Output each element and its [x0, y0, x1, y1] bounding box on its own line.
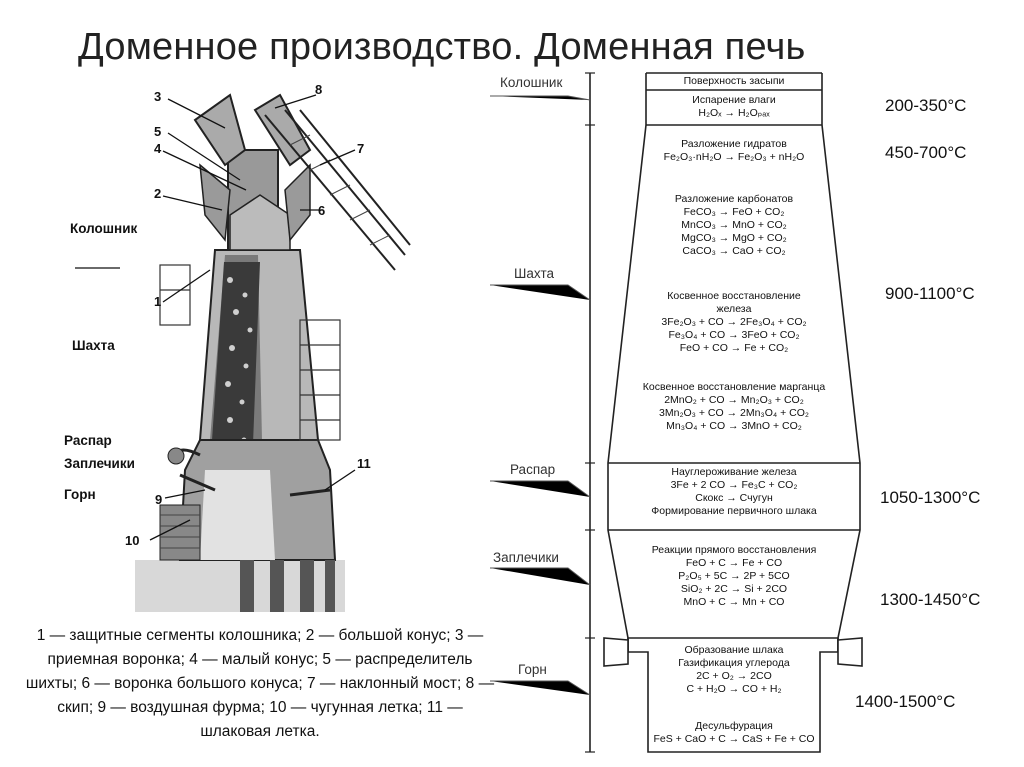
- temp-2: 450-700°C: [885, 143, 967, 162]
- temp-5: 1300-1450°C: [880, 590, 981, 609]
- label-shakhta: Шахта: [72, 338, 115, 353]
- marker-1: 1: [154, 294, 162, 309]
- indirect-mn-formula-2: 3Mn₂O₃ + CO → 2Mn₃O₄ + CO₂: [659, 407, 809, 419]
- zone-gorn: Горн: [518, 662, 547, 677]
- surface-header: Поверхность засыпи: [683, 75, 785, 87]
- figure-caption: 1 — защитные сегменты колошника; 2 — бол…: [25, 627, 495, 740]
- direct-header: Реакции прямого восстановления: [651, 544, 817, 556]
- direct-formula-4: MnO + C → Mn + CO: [683, 596, 785, 608]
- moisture-header: Испарение влаги: [692, 94, 776, 106]
- charge-column: [210, 262, 260, 470]
- inclined-bridge: [264, 109, 411, 271]
- marker-9: 9: [155, 492, 163, 507]
- zone-koloshnik: Колошник: [500, 75, 563, 90]
- desulf-header: Десульфурация: [695, 720, 773, 732]
- desulf-formula: FeS + CaO + C → CaS + Fe + CO: [653, 733, 815, 745]
- carbonates-formula-3: MgCO₃ → MgO + CO₂: [681, 232, 787, 244]
- page-title: Доменное производство. Доменная печь: [78, 26, 806, 68]
- indirect-mn-header: Косвенное восстановление марганца: [642, 381, 826, 393]
- section-carburization: Науглероживание железа 3Fe + 2 CO → Fe₃C…: [612, 466, 856, 518]
- marker-3: 3: [154, 89, 162, 104]
- carburization-footer: Формирование первичного шлака: [651, 505, 817, 517]
- section-moisture: Испарение влаги H₂Oₓ → H₂Oₚₐₓ: [646, 94, 822, 120]
- direct-formula-1: FeO + C → Fe + CO: [685, 557, 783, 569]
- carburization-header: Науглероживание железа: [671, 466, 797, 478]
- temp-1: 200-350°C: [885, 96, 967, 115]
- label-raspar: Распар: [64, 433, 112, 448]
- section-indirect-mn: Косвенное восстановление марганца 2MnO₂ …: [620, 381, 848, 433]
- direct-formula-3: SiO₂ + 2C → Si + 2CO: [680, 583, 788, 595]
- carbonates-formula-1: FeCO₃ → FeO + CO₂: [683, 206, 785, 218]
- hydrates-formula: Fe₂O₃·nH₂O → Fe₂O₃ + nH₂O: [663, 151, 805, 163]
- slag-header: Образование шлака: [684, 644, 784, 656]
- slag-header-2: Газификация углерода: [678, 657, 790, 669]
- indirect-fe-formula-3: FeO + CO → Fe + CO₂: [679, 342, 789, 354]
- indirect-fe-header-2: железа: [716, 303, 752, 315]
- marker-5: 5: [154, 124, 162, 139]
- moisture-formula: H₂Oₓ → H₂Oₚₐₓ: [698, 107, 770, 119]
- marker-8: 8: [315, 82, 323, 97]
- marker-10: 10: [125, 533, 140, 548]
- marker-11: 11: [357, 456, 371, 471]
- indirect-fe-formula-1: 3Fe₂O₃ + CO → 2Fe₃O₄ + CO₂: [661, 316, 807, 328]
- section-slag: Образование шлака Газификация углерода 2…: [648, 644, 820, 696]
- marker-4: 4: [154, 141, 162, 156]
- temp-6: 1400-1500°C: [855, 692, 956, 711]
- zone-zaplechiki: Заплечики: [493, 550, 559, 565]
- marker-7: 7: [357, 141, 365, 156]
- marker-6: 6: [318, 203, 326, 218]
- carburization-formula-1: 3Fe + 2 CO → Fe₃C + CO₂: [670, 479, 798, 491]
- direct-formula-2: P₂O₅ + 5C → 2P + 5CO: [678, 570, 790, 582]
- carburization-formula-2: Cкокс → Счугун: [695, 492, 773, 504]
- label-gorn: Горн: [64, 487, 96, 502]
- section-carbonates: Разложение карбонатов FeCO₃ → FeO + CO₂ …: [630, 193, 838, 258]
- section-hydrates: Разложение гидратов Fe₂O₃·nH₂O → Fe₂O₃ +…: [630, 138, 838, 164]
- indirect-mn-formula-3: Mn₃O₄ + CO → 3MnO + CO₂: [666, 420, 802, 432]
- temp-3: 900-1100°C: [885, 284, 975, 303]
- slag-formula-2: C + H₂O → CO + H₂: [686, 683, 782, 695]
- temp-4: 1050-1300°C: [880, 488, 981, 507]
- label-koloshnik: Колошник: [70, 221, 138, 236]
- hydrates-header: Разложение гидратов: [681, 138, 787, 150]
- indirect-fe-header: Косвенное восстановление: [667, 290, 801, 302]
- marker-2: 2: [154, 186, 162, 201]
- carbonates-header: Разложение карбонатов: [674, 193, 794, 205]
- section-indirect-fe: Косвенное восстановление железа 3Fe₂O₃ +…: [625, 290, 843, 355]
- label-zaplechiki: Заплечики: [64, 456, 135, 471]
- indirect-fe-formula-2: Fe₃O₄ + CO → 3FeO + CO₂: [668, 329, 800, 341]
- carbonates-formula-2: MnCO₃ → MnO + CO₂: [681, 219, 787, 231]
- section-surface: Поверхность засыпи: [646, 75, 822, 88]
- indirect-mn-formula-1: 2MnO₂ + CO → Mn₂O₃ + CO₂: [664, 394, 804, 406]
- section-direct: Реакции прямого восстановления FeO + C →…: [616, 544, 852, 609]
- zone-raspar: Распар: [510, 462, 556, 477]
- slag-formula-1: 2C + O₂ → 2CO: [696, 670, 772, 682]
- carbonates-formula-4: CaCO₃ → CaO + CO₂: [682, 245, 786, 257]
- zone-shakhta: Шахта: [514, 266, 555, 281]
- section-desulf: Десульфурация FeS + CaO + C → CaS + Fe +…: [648, 720, 820, 746]
